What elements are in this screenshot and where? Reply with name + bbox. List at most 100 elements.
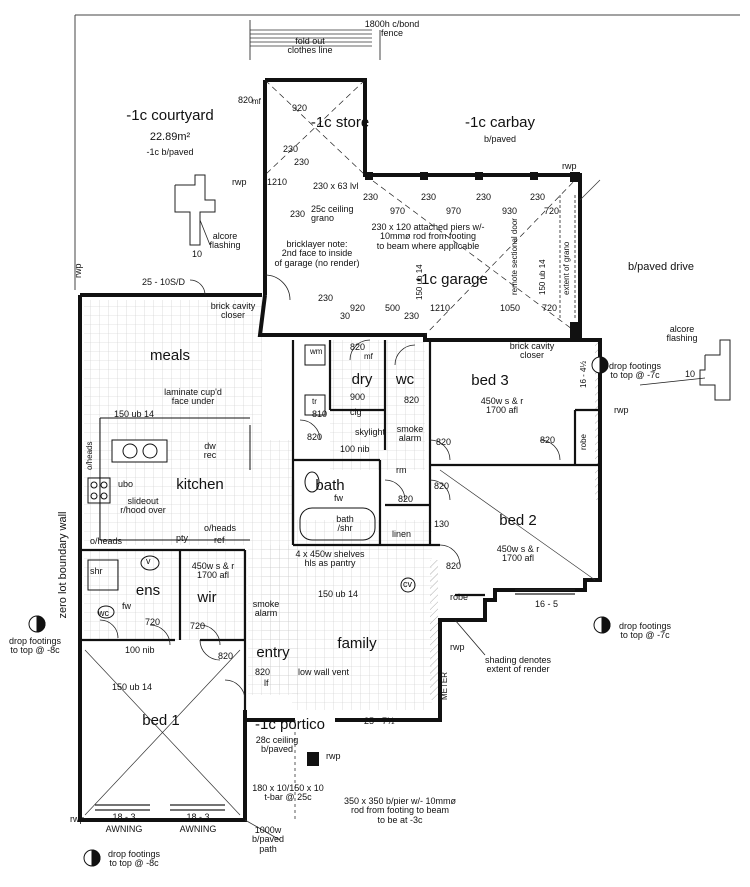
fw-bath: fw bbox=[334, 493, 343, 503]
cv-label: cv bbox=[403, 579, 412, 589]
rwp-portico: rwp bbox=[326, 751, 341, 761]
garage-label: -1c garage bbox=[416, 271, 488, 288]
rwp-carbay: rwp bbox=[562, 161, 577, 171]
site-boundary bbox=[74, 14, 740, 290]
dim-150ub14-garage: 150 ub 14 bbox=[538, 259, 547, 295]
oheads-kitchen: o/heads bbox=[85, 441, 94, 470]
dim-820-bed2: 820 bbox=[434, 481, 450, 491]
mf-dry: mf bbox=[364, 352, 373, 361]
lf-label: lf bbox=[264, 678, 269, 688]
dim-150ub14-garage-2: 150 ub 14 bbox=[415, 264, 424, 300]
garage-piers bbox=[365, 172, 580, 338]
pty-label: pty bbox=[176, 533, 189, 543]
dim-230-f: 230 bbox=[476, 192, 492, 202]
door-swings bbox=[99, 274, 561, 701]
bath-shr-label: bath/shr bbox=[336, 514, 354, 534]
bed3-label: bed 3 bbox=[471, 372, 509, 389]
dim-150ub14-family: 150 ub 14 bbox=[318, 589, 359, 599]
bathroom-fittings bbox=[87, 344, 416, 619]
rm-label: rm bbox=[396, 465, 407, 475]
attached-piers-note: 230 x 120 attached piers w/-10mmø rod fr… bbox=[371, 222, 485, 251]
wm-label: wm bbox=[310, 347, 323, 356]
portico-pier bbox=[307, 752, 319, 766]
garage-door bbox=[559, 195, 576, 320]
clg-label: clg bbox=[350, 407, 362, 417]
dim-970-b: 970 bbox=[446, 206, 462, 216]
fw-ens: fw bbox=[122, 601, 131, 611]
mf-store: mf bbox=[252, 97, 261, 106]
low-wall-vent: low wall vent bbox=[298, 667, 350, 677]
rwp-bed3: rwp bbox=[614, 405, 629, 415]
dim-25-10: 25 - 10S/D bbox=[142, 277, 186, 287]
dim-1210-b: 1210 bbox=[430, 303, 451, 313]
dim-100nib-hall: 100 nib bbox=[340, 444, 370, 454]
dim-25-7: 25 - 7½ bbox=[364, 716, 395, 726]
tr-label: tr bbox=[312, 397, 317, 406]
dim-16-4: 16 - 4½ bbox=[579, 360, 588, 388]
dim-810: 810 bbox=[312, 409, 328, 419]
dim-150ub14-bed1: 150 ub 14 bbox=[112, 682, 153, 692]
awnings bbox=[95, 589, 575, 811]
carbay-label: -1c carbay bbox=[464, 114, 536, 131]
dim-820-bed3-robe: 820 bbox=[540, 435, 556, 445]
dim-820-store: 820 bbox=[238, 95, 254, 105]
rwp-family: rwp bbox=[450, 642, 465, 652]
store-label: -1c store bbox=[310, 114, 370, 131]
remote-door-note: remote sectional door bbox=[510, 218, 519, 295]
inner-walls bbox=[80, 340, 600, 710]
v-label: v bbox=[146, 556, 151, 566]
wc-label: wc bbox=[395, 371, 415, 388]
dim-820-bed1: 820 bbox=[218, 651, 234, 661]
dim-820-wc: 820 bbox=[404, 395, 420, 405]
dim-820-dry: 820 bbox=[350, 342, 366, 352]
dim-30: 30 bbox=[340, 311, 351, 321]
dim-1210-a: 1210 bbox=[267, 177, 288, 187]
dim-230-h: 230 bbox=[318, 293, 334, 303]
dim-820-bed2-robe: 820 bbox=[446, 561, 462, 571]
rwp-bottom-left: rwp bbox=[70, 814, 85, 824]
alcore-flashing-detail bbox=[174, 174, 731, 401]
courtyard-label: -1c courtyard bbox=[126, 107, 214, 124]
bed2-label: bed 2 bbox=[499, 512, 537, 529]
wir-label: wir bbox=[197, 589, 217, 606]
skylight-label: skylight bbox=[355, 427, 386, 437]
dim-720-b: 720 bbox=[542, 303, 558, 313]
dim-820-hall: 820 bbox=[307, 432, 323, 442]
dim-230-b: 230 bbox=[294, 157, 310, 167]
dim-lvl: 230 x 63 lvl bbox=[313, 181, 359, 191]
dim-230-d: 230 bbox=[363, 192, 379, 202]
driveway-note: b/paved drive bbox=[628, 261, 695, 273]
dim-720-a: 720 bbox=[544, 206, 560, 216]
garage-diagonals bbox=[264, 79, 581, 336]
kitchen-fittings bbox=[87, 417, 251, 541]
kitchen-label: kitchen bbox=[176, 476, 224, 493]
robe-bed3: robe bbox=[579, 433, 588, 450]
dim-900: 900 bbox=[350, 392, 366, 402]
dim-100nib-ens: 100 nib bbox=[125, 645, 155, 655]
dim-18-3-right: 18 - 3 bbox=[186, 812, 210, 822]
dim-820-bed3: 820 bbox=[436, 437, 452, 447]
meals-label: meals bbox=[149, 347, 191, 364]
shr-label: shr bbox=[90, 566, 103, 576]
dim-820-linen: 820 bbox=[398, 494, 414, 504]
dim-230-g: 230 bbox=[530, 192, 546, 202]
meter-label: METER bbox=[440, 672, 449, 700]
dim-920-b: 920 bbox=[350, 303, 366, 313]
clothes-line bbox=[250, 29, 372, 47]
